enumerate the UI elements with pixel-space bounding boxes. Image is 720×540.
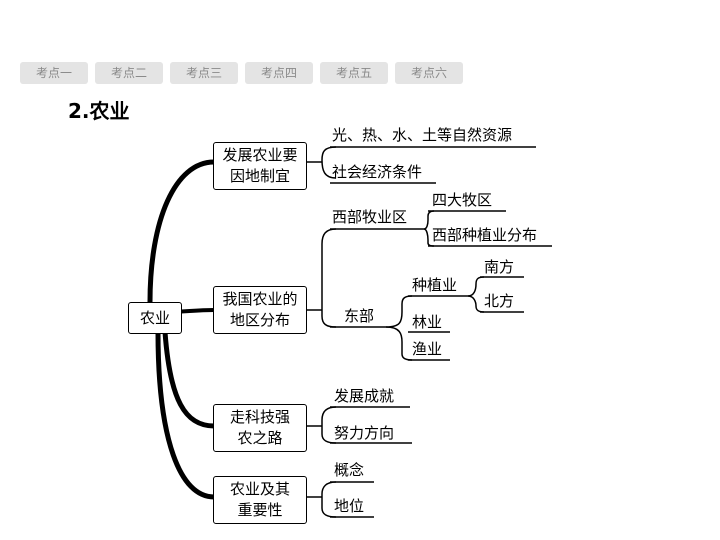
leaf-west-crop-distribution: 西部种植业分布: [432, 226, 538, 244]
leaf-concept: 概念: [334, 461, 365, 479]
bracket-crop: [467, 276, 485, 297]
bracket-b2: [321, 228, 337, 328]
branch-label-line2: 地区分布: [229, 311, 290, 329]
section-title: 2.农业: [68, 99, 130, 123]
branch-label-line2: 因地制宜: [229, 167, 290, 185]
bracket-b1: [321, 146, 337, 179]
leaf-forestry: 林业: [412, 313, 443, 331]
bracket-east: [385, 295, 413, 328]
bracket-east-2: [385, 326, 413, 361]
branch-node-kejiqiangnong: 走科技强 农之路: [213, 404, 307, 452]
leaf-achievements: 发展成就: [334, 387, 395, 405]
tab-kaodian-1[interactable]: 考点一: [20, 62, 88, 84]
branch-label-line2: 重要性: [237, 501, 283, 519]
leaf-natural-resources: 光、热、水、土等自然资源: [332, 126, 513, 144]
root-node: 农业: [128, 302, 182, 334]
tab-kaodian-2[interactable]: 考点二: [95, 62, 163, 84]
leaf-east: 东部: [344, 307, 375, 325]
leaf-four-pastures: 四大牧区: [432, 191, 493, 209]
branch-label-line1: 走科技强: [229, 408, 290, 426]
tab-kaodian-3[interactable]: 考点三: [170, 62, 238, 84]
leaf-south: 南方: [484, 258, 515, 276]
root-label: 农业: [139, 308, 170, 327]
leaf-social-economy: 社会经济条件: [332, 163, 423, 181]
leaf-status: 地位: [334, 497, 365, 515]
connector-root-b3: [162, 329, 217, 429]
branch-node-zhongyaoxing: 农业及其 重要性: [213, 476, 307, 524]
bracket-b4: [321, 481, 337, 518]
tab-kaodian-4[interactable]: 考点四: [245, 62, 313, 84]
branch-label-line1: 农业及其: [229, 480, 290, 498]
branch-node-yindizhiyi: 发展农业要 因地制宜: [213, 142, 307, 190]
leaf-fishery: 渔业: [412, 340, 443, 358]
leaf-crop-farming: 种植业: [412, 276, 458, 294]
branch-label-line1: 发展农业要: [222, 146, 298, 164]
tab-kaodian-5[interactable]: 考点五: [320, 62, 388, 84]
leaf-west-pasture-region: 西部牧业区: [332, 208, 408, 226]
bracket-b3: [321, 406, 337, 444]
branch-label-line2: 农之路: [237, 429, 283, 447]
bracket-crop-2: [467, 295, 485, 313]
branch-label-line1: 我国农业的: [222, 290, 298, 308]
branch-node-diqufenbu: 我国农业的 地区分布: [213, 286, 307, 334]
leaf-direction: 努力方向: [334, 424, 395, 442]
tab-kaodian-6[interactable]: 考点六: [395, 62, 463, 84]
connector-root-b4: [155, 329, 217, 500]
connector-root-b1: [147, 159, 217, 305]
leaf-north: 北方: [484, 292, 515, 310]
